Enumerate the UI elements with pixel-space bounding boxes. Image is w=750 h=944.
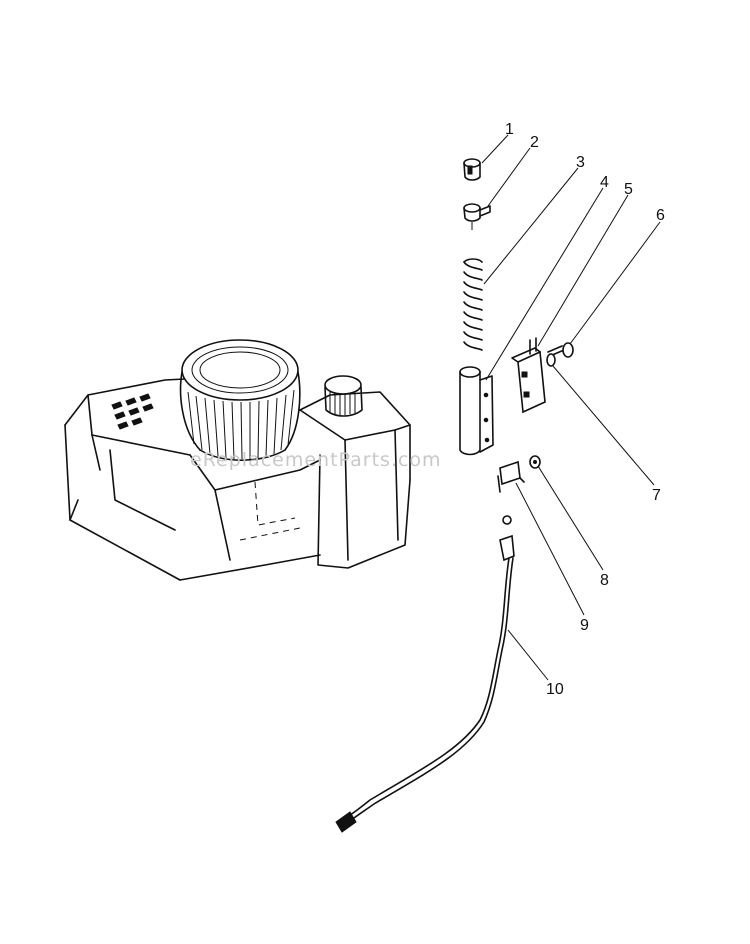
callout-2: 2 (530, 134, 539, 151)
engine-housing (64, 377, 321, 581)
callout-7: 7 (652, 487, 661, 504)
callout-1: 1 (505, 121, 514, 138)
part-1-knob (463, 158, 481, 181)
callout-10: 10 (546, 681, 564, 698)
fuel-cap (324, 375, 363, 417)
part-3-spring (463, 258, 483, 351)
part-7-washer (546, 353, 556, 367)
callout-5: 5 (624, 181, 633, 198)
callout-4: 4 (600, 174, 609, 191)
part-10-cable (335, 515, 515, 833)
part-8-nut (529, 455, 541, 469)
air-cleaner (179, 339, 301, 461)
watermark-text: eReplacementParts.com (190, 449, 442, 471)
vent-slots (111, 393, 154, 430)
callout-labels: 1 2 3 4 5 6 7 8 9 10 (505, 121, 665, 698)
part-4-sleeve-bracket (459, 366, 494, 456)
part-9-clip (497, 460, 525, 493)
part-2-swivel (463, 203, 491, 230)
fuel-tank (299, 391, 411, 569)
callout-6: 6 (656, 207, 665, 224)
leader-lines (481, 134, 661, 681)
part-5-switch (511, 337, 546, 414)
callout-8: 8 (600, 572, 609, 589)
callout-3: 3 (576, 154, 585, 171)
callout-9: 9 (580, 617, 589, 634)
